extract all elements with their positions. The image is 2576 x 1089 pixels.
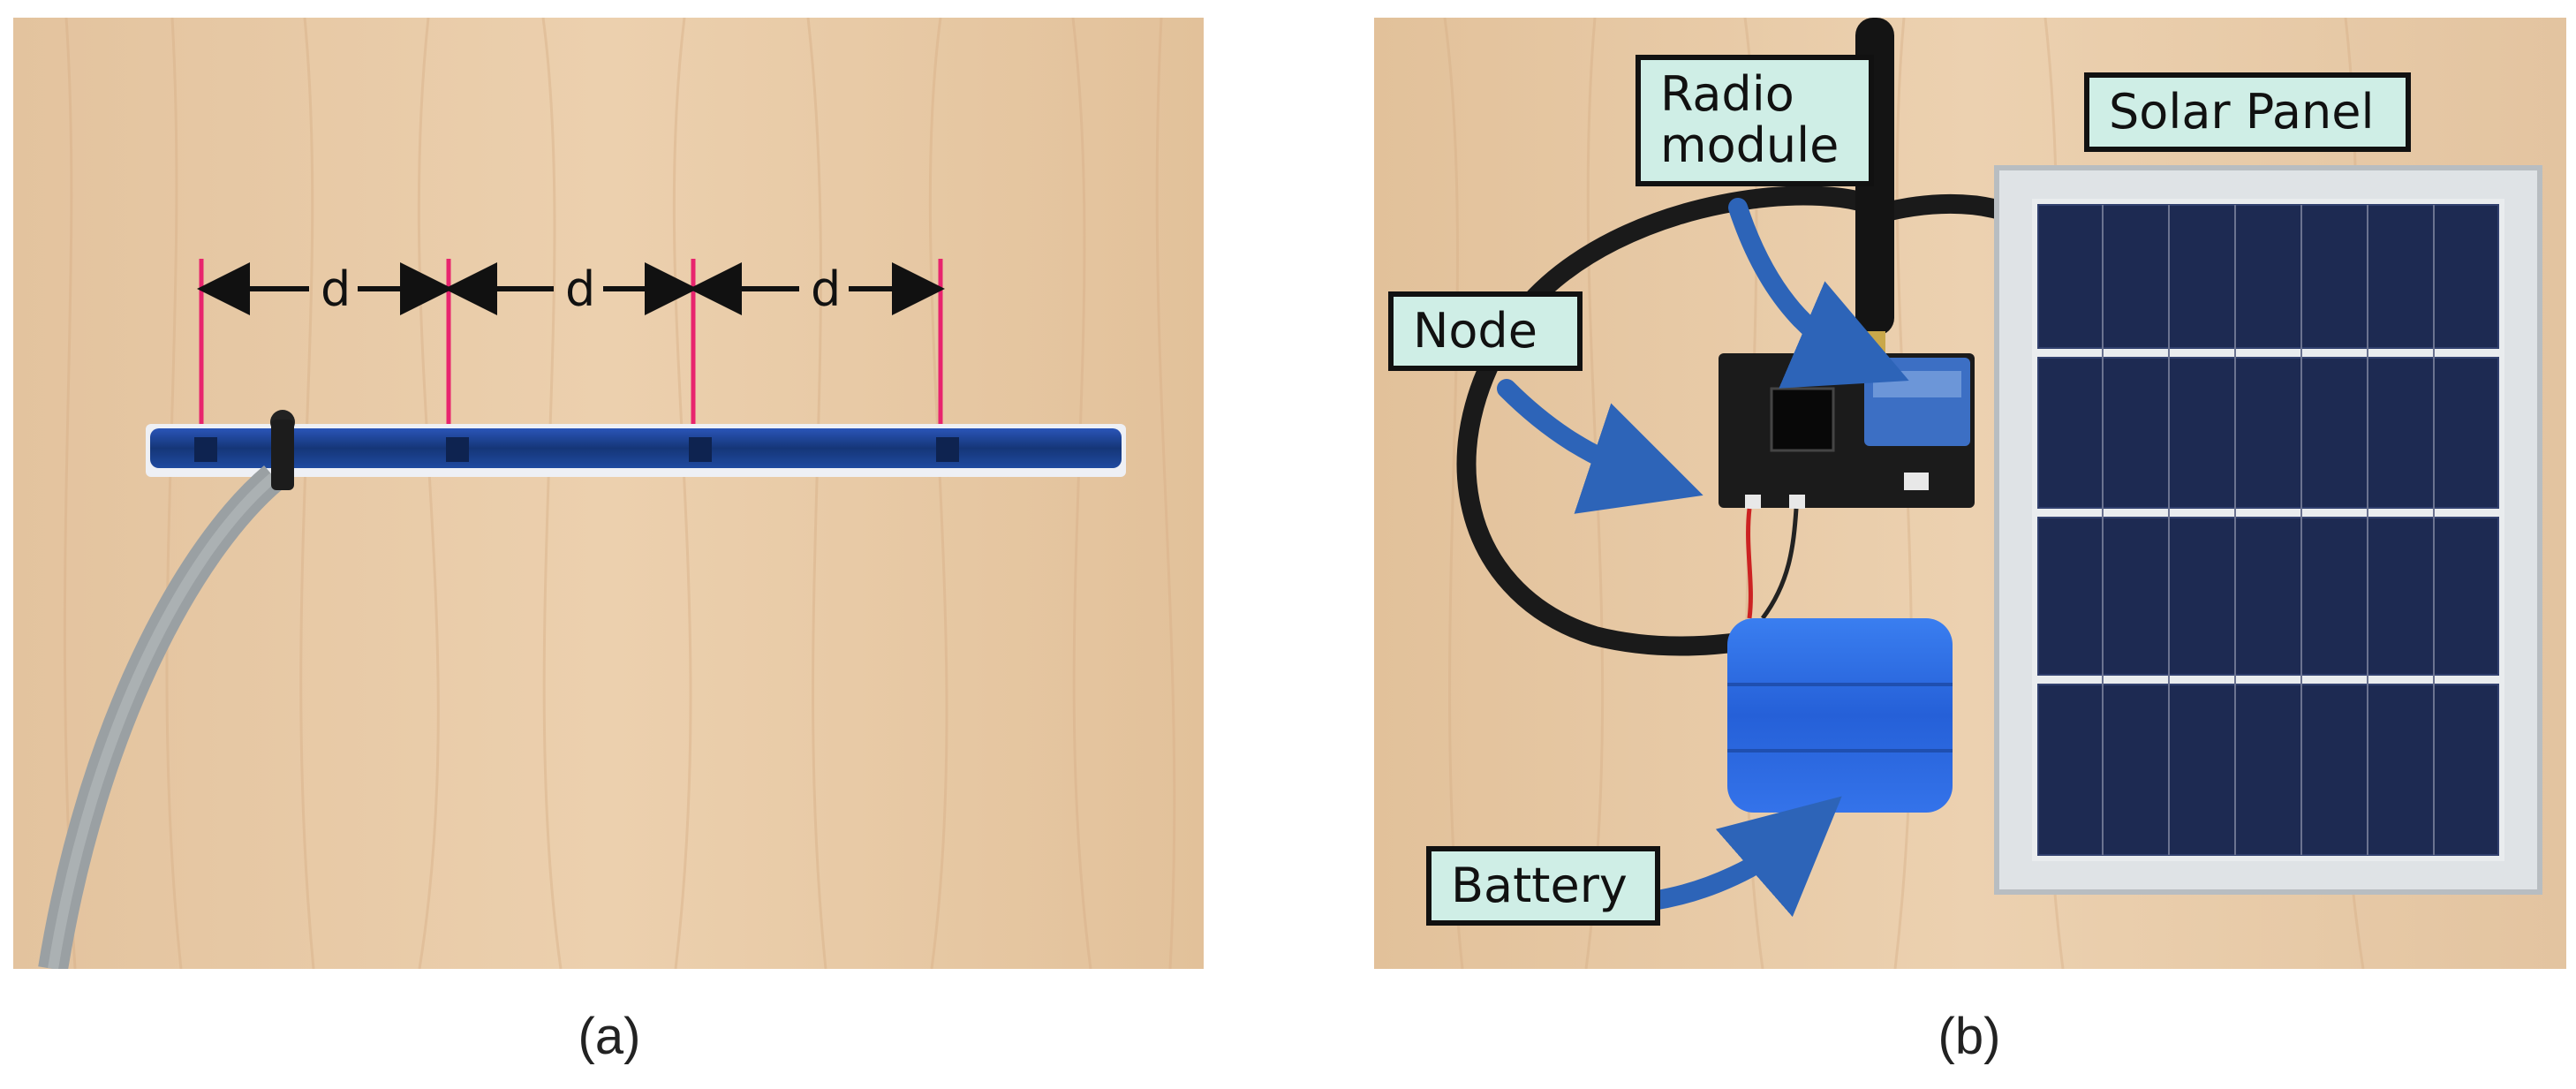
radio-module-arrow [1728,198,1909,389]
radio-module-label-line2: module [1660,117,1839,174]
board-connectors [1745,473,1929,509]
sensor-strip [150,428,1122,468]
spacing-label-1: d [321,261,351,317]
battery-label-text: Battery [1451,858,1628,913]
solar-panel-label: Solar Panel [2084,72,2411,153]
radio-module-label: Radio module [1635,55,1874,186]
pointer-arrows [1497,198,1909,918]
spacing-label-2: d [565,261,595,317]
wood-background [13,18,1204,969]
battery-wire-red [1746,508,1753,619]
node-label: Node [1388,291,1583,372]
sensor-strip-illustration: d d d [13,18,1204,969]
node-label-text: Node [1413,303,1537,359]
panel-b: Radio module Solar Panel Node Battery (b… [1369,0,2576,1089]
node-arrow [1497,379,1703,514]
solar-cell-gridlines [2102,205,2435,855]
battery-wire-black [1760,508,1799,620]
battery-pack [1727,618,1953,813]
radio-module-label-line1: Radio [1660,66,1794,122]
battery-label: Battery [1426,846,1660,926]
caption-b: (b) [1938,1008,2001,1065]
caption-a: (a) [578,1008,641,1065]
solar-cells [2037,204,2499,856]
spacing-label-3: d [811,261,841,317]
microcontroller-chip [1770,387,1835,452]
sensor-node-photo [1374,18,2566,969]
panel-a: d d d (a) [0,0,1236,1089]
sensor-node-illustration [1374,18,2566,969]
sensor-elements [194,437,959,462]
solar-panel-label-text: Solar Panel [2109,84,2375,140]
battery-arrow [1643,796,1842,918]
sensor-strip-photo: d d d [13,18,1204,969]
